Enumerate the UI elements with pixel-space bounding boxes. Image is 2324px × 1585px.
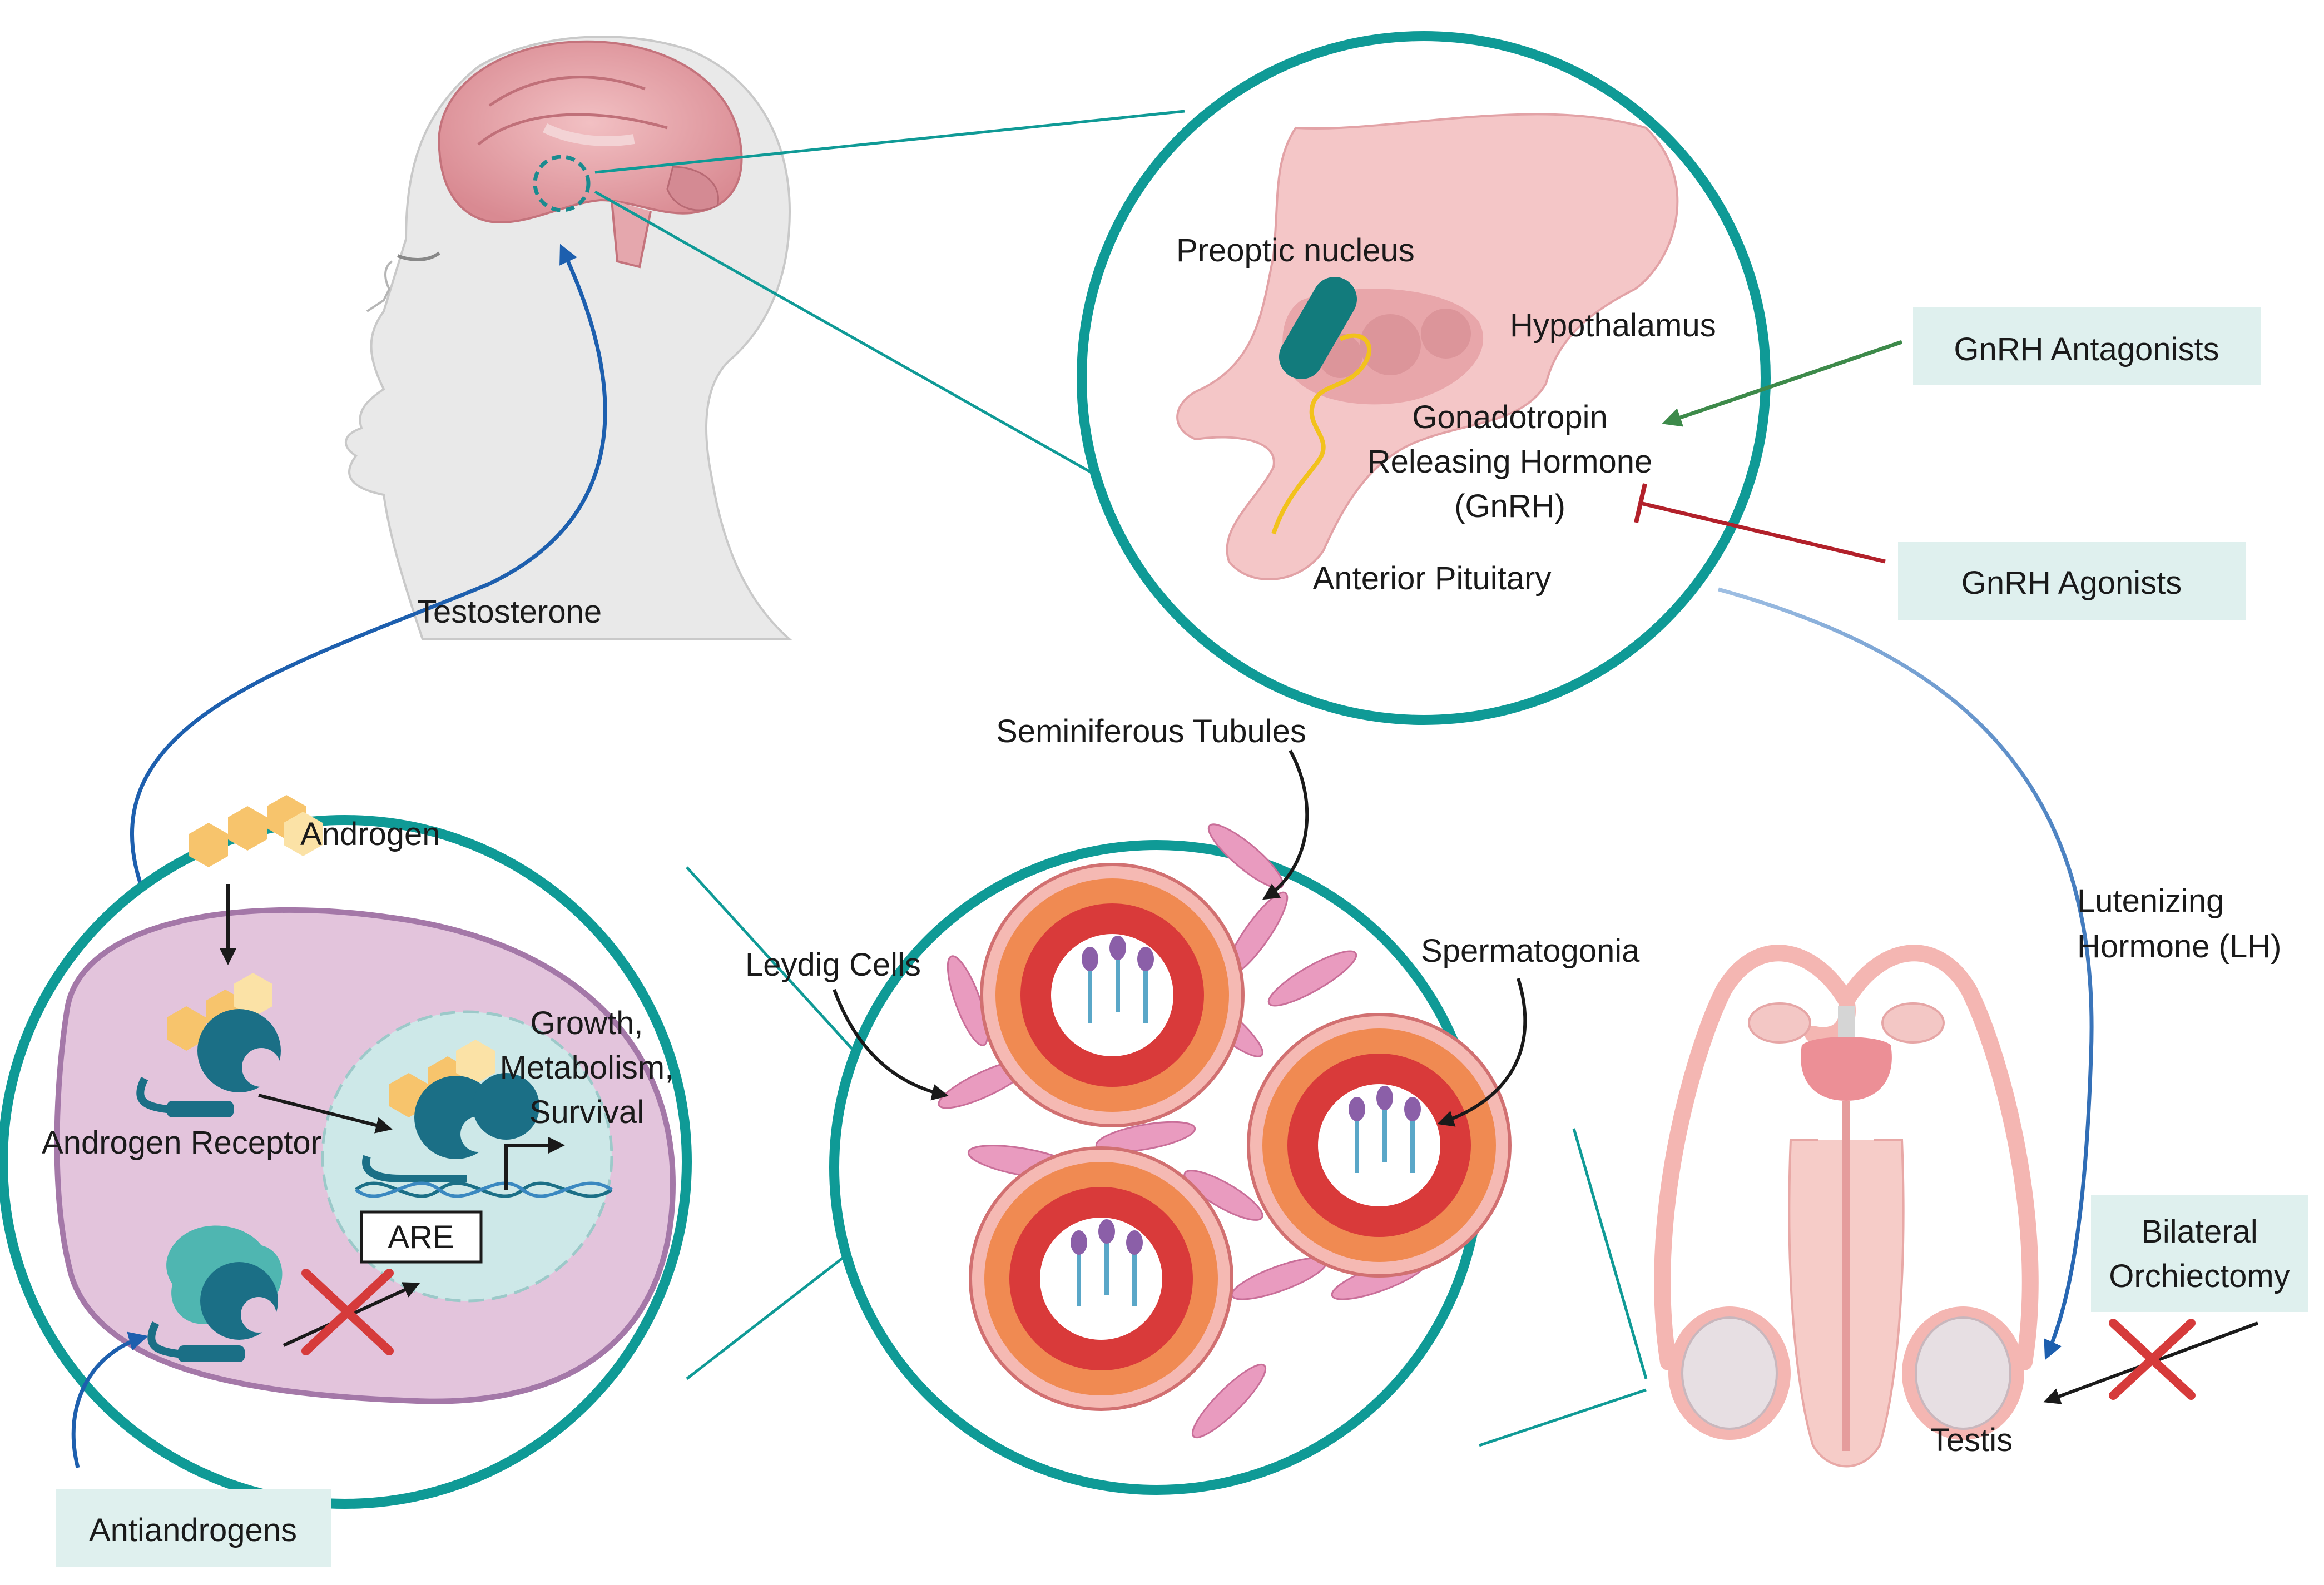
gnrh-label-line2: Releasing Hormone — [1367, 444, 1653, 480]
androgen-receptor-nuclear — [362, 1040, 539, 1182]
tubules-pointer-arrow — [1262, 749, 1309, 900]
zoom-line-top-upper — [594, 110, 1185, 174]
seminiferous-tubules-label: Seminiferous Tubules — [996, 713, 1306, 749]
gnrh-label-line1: Gonadotropin — [1412, 399, 1607, 435]
growth-label-line2: Metabolism, — [500, 1050, 674, 1086]
spermatogonia-pointer-arrow — [1437, 978, 1527, 1127]
agonist-inhibit-bar — [1634, 483, 1647, 523]
androgen-receptor-label: Androgen Receptor — [42, 1125, 321, 1161]
zoom-line-right-upper — [1572, 1128, 1648, 1379]
lh-label-line2: Hormone (LH) — [2077, 928, 2281, 965]
antiandrogens-label: Antiandrogens — [89, 1512, 297, 1548]
hypothalamus-label: Hypothalamus — [1510, 307, 1716, 344]
androgen-molecule-free — [189, 795, 323, 867]
testis-label: Testis — [1930, 1422, 2013, 1458]
leydig-cells-label: Leydig Cells — [745, 947, 921, 983]
gnrh-label-line3: (GnRH) — [1454, 488, 1565, 524]
spermatogonia-label: Spermatogonia — [1421, 933, 1640, 969]
gnrh-agonists-box — [1898, 542, 2246, 620]
antagonist-arrow — [1662, 340, 1903, 427]
male-reproductive-illustration — [1654, 945, 2039, 1468]
orchiectomy-box — [2091, 1195, 2308, 1312]
anterior-pituitary-label: Anterior Pituitary — [1313, 560, 1552, 597]
lh-arrow — [1718, 587, 2094, 1360]
growth-label-line3: Survival — [529, 1094, 644, 1130]
are-label: ARE — [388, 1219, 454, 1255]
gnrh-neuron-path — [1271, 333, 1372, 535]
preoptic-nucleus-shape — [1279, 277, 1357, 379]
transcription-arrow — [504, 1137, 565, 1190]
zoom-line-right-lower — [1479, 1388, 1647, 1447]
androgen-label: Androgen — [300, 816, 440, 852]
gnrh-antagonists-label: GnRH Antagonists — [1954, 331, 2219, 367]
agonist-inhibit-line — [1640, 501, 1886, 564]
hypothalamus-zoom-circle — [1077, 31, 1771, 725]
translocation-arrow — [258, 1094, 393, 1134]
cell-zoom-circle — [0, 815, 692, 1509]
seminiferous-tubule-2 — [1247, 1013, 1512, 1278]
zoom-line-top-lower — [594, 190, 1147, 505]
growth-label-line1: Growth, — [530, 1005, 643, 1041]
dna-helix — [355, 1181, 613, 1198]
block-cross-icon — [301, 1269, 394, 1355]
androgen-receptor-bound — [136, 973, 281, 1117]
antiandrogen-arrow — [71, 1331, 148, 1468]
leydig-pointer-arrow — [833, 988, 949, 1101]
orchiectomy-label-line2: Orchiectomy — [2109, 1258, 2290, 1294]
seminiferous-tubule-1 — [980, 863, 1245, 1127]
testosterone-label: Testosterone — [417, 594, 602, 630]
gnrh-agonists-label: GnRH Agonists — [1961, 565, 2182, 601]
seminiferous-tubule-3 — [969, 1146, 1233, 1411]
lh-label-line1: Lutenizing — [2077, 883, 2224, 919]
testosterone-arrow — [130, 244, 607, 896]
testis-zoom-circle — [829, 823, 1512, 1495]
preoptic-nucleus-label: Preoptic nucleus — [1176, 232, 1415, 269]
orchiectomy-label-line1: Bilateral — [2141, 1214, 2258, 1250]
gnrh-antagonists-box — [1913, 307, 2261, 385]
orchiectomy-cross-icon — [2109, 1319, 2196, 1400]
antiandrogen-receptor — [147, 1225, 283, 1362]
are-box — [360, 1210, 483, 1264]
antiandrogens-box — [56, 1489, 331, 1567]
